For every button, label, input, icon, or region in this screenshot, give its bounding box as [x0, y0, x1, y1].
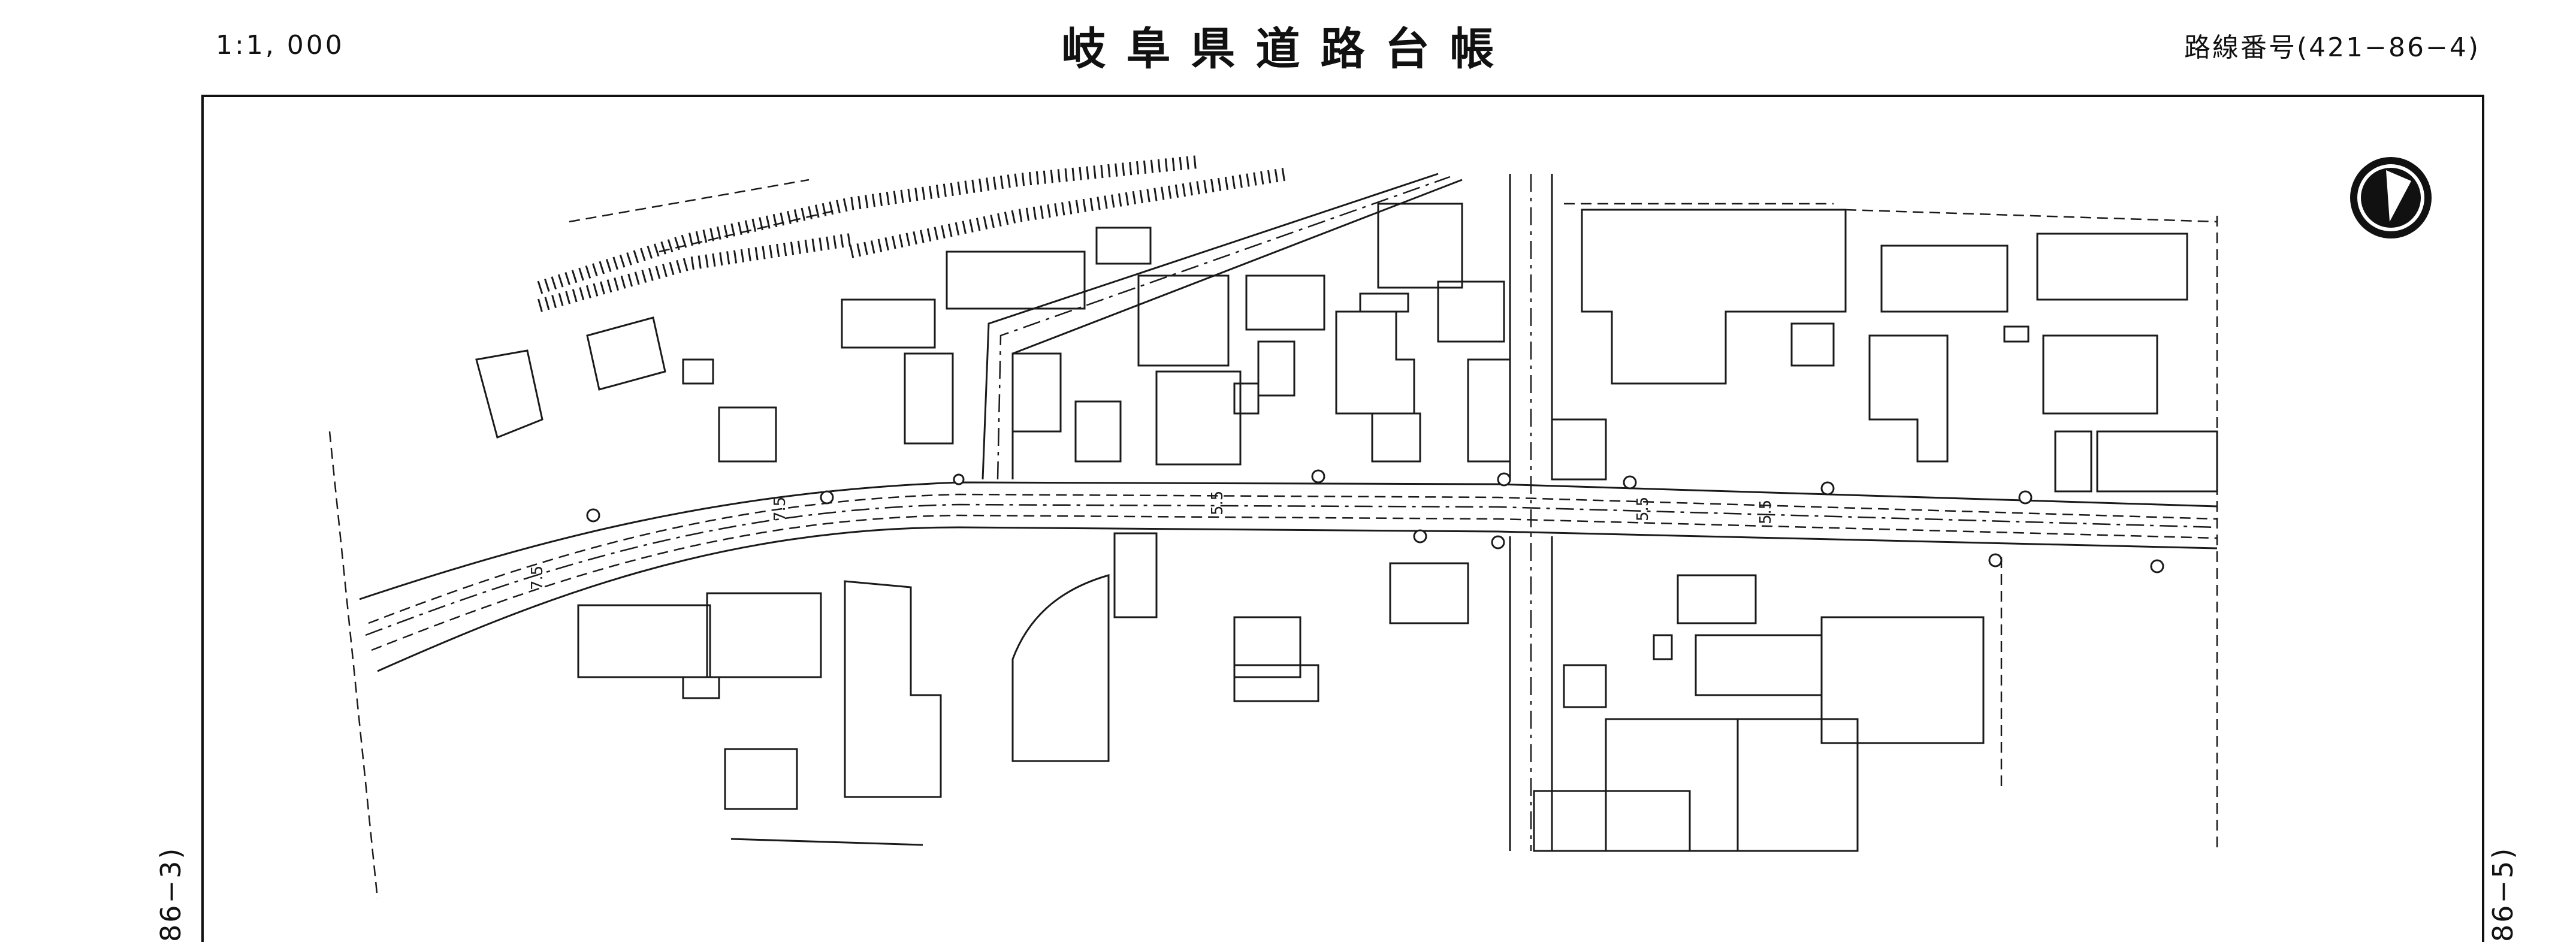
buildings-north [475, 203, 2218, 493]
buildings-south [577, 532, 1985, 852]
cross-road [1509, 174, 1553, 851]
width-label: 5.5 [1209, 491, 1227, 515]
width-label: 7.5 [529, 566, 546, 590]
embankment [537, 155, 1289, 312]
map-title: 岐阜県道路台帳 [1061, 23, 1515, 75]
main-road [359, 481, 2218, 672]
width-label: 5.5 [1757, 500, 1775, 524]
diagonal-road [982, 173, 1463, 480]
width-label: 7.5 [771, 497, 789, 521]
map-frame [201, 95, 2484, 942]
width-label: 5.5 [1634, 497, 1652, 521]
road-width-labels: 7.5 7.5 5.5 5.5 5.5 [529, 491, 1775, 590]
route-number: 路線番号(421−86−4) [2184, 32, 2480, 63]
boundary-lines [328, 203, 2218, 899]
utility-poles [586, 469, 2164, 573]
scale-label: 1:1, 000 [216, 29, 345, 61]
north-arrow-icon [2350, 157, 2432, 238]
